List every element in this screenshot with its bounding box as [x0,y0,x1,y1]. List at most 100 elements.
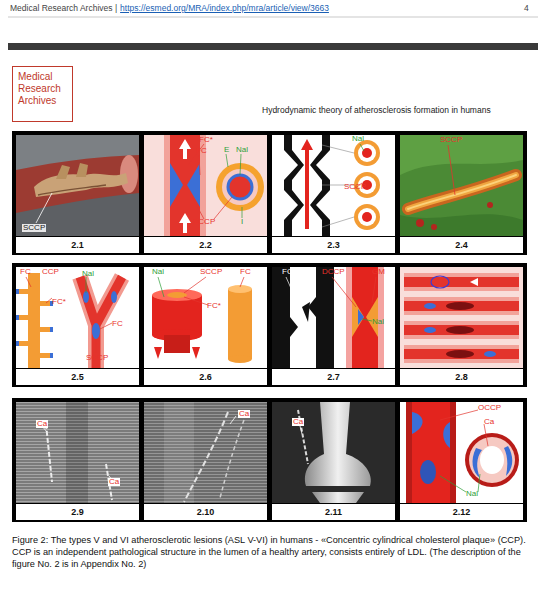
specimen-photo-part [487,202,493,208]
branching-scheme-part [18,289,28,294]
callout-label: Ca [238,410,250,418]
cylinder-scheme-part [154,347,162,359]
artery-section-scheme-part-part [440,476,466,492]
xray-image-part [272,402,395,503]
artery-section-scheme-part [400,402,523,503]
figure-panel: 2.4 [400,135,523,253]
panel-group-frame-part [12,263,527,387]
callout-label: FC* [207,302,221,310]
callout-label: E [224,146,229,154]
header-rules [8,17,538,50]
stenosis-scheme-part [360,144,364,151]
xray-image-part [184,412,228,502]
branching-scheme [16,267,139,368]
callout-label: GM [372,268,385,276]
panel-number: 2.6 [144,369,267,385]
figure-panel: 2.3 [272,135,395,253]
branching-scheme-part [50,353,53,358]
header-rules-part [8,43,538,50]
flow-scheme-part [404,297,519,315]
xray-image-part [312,492,364,503]
cylinder-scheme-part [228,355,252,363]
callout-label: Nal [82,270,94,278]
callout-label: Ca [292,418,304,426]
panel-number: 2.9 [16,504,139,520]
artery-section-scheme [400,402,523,503]
branching-scheme-part [16,267,139,368]
artery-render-part [16,155,139,213]
specimen-photo [400,135,523,236]
stenosis-scheme [272,135,395,236]
callout-label: FC* [52,298,66,306]
panel-number: 2.1 [16,237,139,253]
xray-image-part [46,424,52,482]
artery-scheme-part-part [199,155,200,175]
artery-scheme-part-part [192,197,204,219]
callout-label: FC [112,320,123,328]
figure-panel: 2.10 [144,402,267,520]
angiogram-scheme-part [290,267,316,368]
flow-scheme-part [446,350,474,358]
callout-label: SCCP [440,136,462,144]
angiogram-scheme [272,267,395,368]
journal-name: Medical Research Archives [13,67,72,111]
specimen-photo-part [416,219,424,227]
figure-panel: 2.6 [144,267,267,385]
stenosis-scheme-part [362,212,372,222]
xray-image-part [66,402,88,503]
article-link: https://esmed.org/MRA/index.php/mra/arti… [120,4,329,13]
artery-section-scheme-part [406,402,456,503]
figure-panel: 2.9 [16,402,139,520]
artery-scheme [144,135,267,236]
cylinder-scheme-part [158,277,164,297]
angiogram-scheme-part [358,309,364,325]
branching-scheme-part-part [100,323,112,329]
branching-scheme-part [40,353,52,358]
callout-label: SCCP [344,183,366,191]
branching-scheme-part [40,327,52,332]
flow-scheme-part [484,351,496,357]
branching-scheme-part [50,327,53,332]
branching-scheme-part-part [96,339,97,353]
panel-number: 2.12 [400,504,523,520]
angiogram-scheme-part [272,267,334,368]
artery-render-part [38,185,106,195]
cylinder-scheme-part [192,347,200,359]
running-title: Hydrodynamic theory of atherosclerosis f… [262,106,491,115]
artery-section-scheme-part [504,446,512,476]
branching-scheme-part [28,273,40,368]
stenosis-scheme-part [358,144,376,162]
artery-scheme-part [179,213,191,233]
branching-scheme-part [111,291,117,303]
stenosis-scheme-part [354,204,380,230]
angiogram-scheme-part [302,302,310,322]
panel-number: 2.4 [400,237,523,253]
xray-image-part [230,416,236,424]
callout-label: SCCP [193,218,215,226]
specimen-photo-part [408,175,516,209]
panel-number: 2.8 [400,369,523,385]
artery-section-scheme-part-part [484,424,488,446]
xray-image-part [164,402,194,503]
artery-render-part [120,155,138,193]
figure-panel: 2.11 [272,402,395,520]
panel-number: 2.10 [144,504,267,520]
angiogram-scheme-part [352,297,364,337]
xray-image-part [144,402,267,503]
specimen-photo-part [431,224,437,230]
stenosis-scheme-part [358,208,376,226]
angiogram-scheme-part [332,277,376,307]
cylinder-scheme-part-part [184,297,208,305]
branching-scheme-part-part [46,298,52,303]
artery-section-scheme-part [465,433,519,487]
callout-label: Nal [466,490,478,498]
artery-section-scheme-part [469,437,515,483]
flow-scheme-part [404,273,519,291]
flow-scheme-part [446,326,474,334]
artery-section-scheme-part [440,410,488,446]
header-rules-part [8,17,538,18]
artery-section-scheme-part [412,402,450,503]
stenosis-scheme-part [292,135,322,236]
figure-panel: 2.8 [400,267,523,385]
